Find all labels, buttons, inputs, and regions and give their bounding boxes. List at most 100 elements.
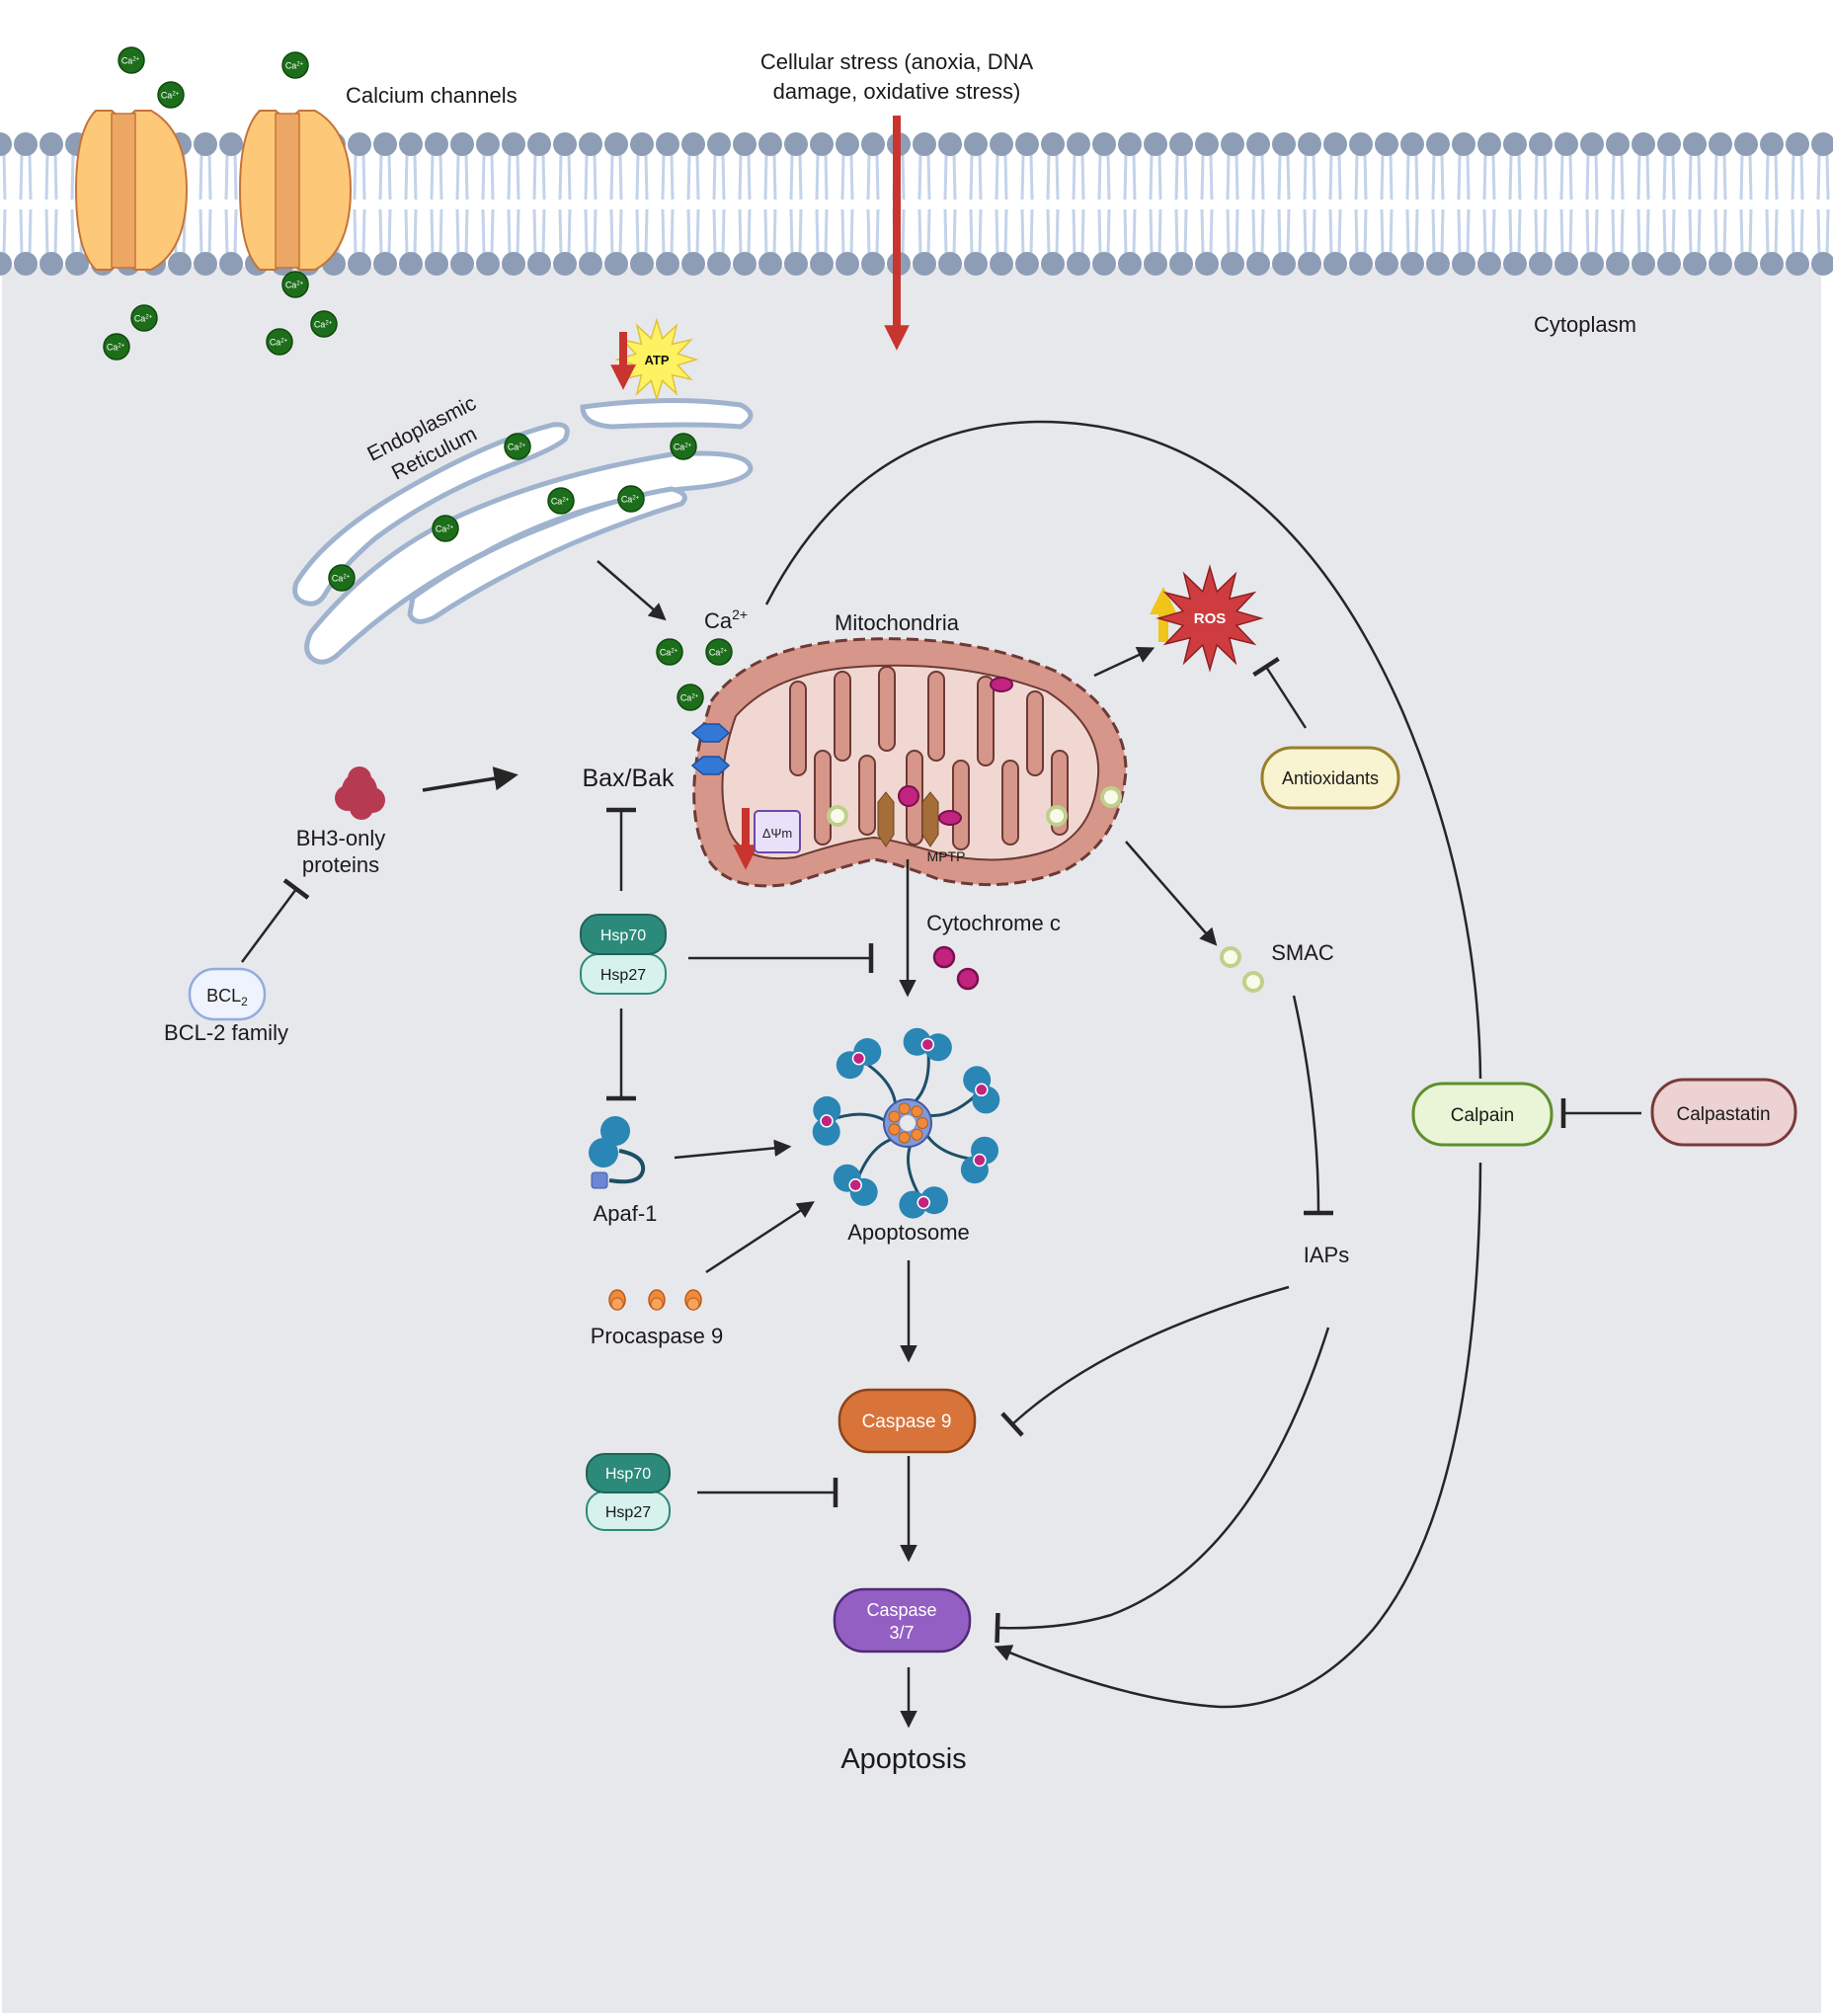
hsp27-label-lower: Hsp27	[605, 1504, 651, 1521]
bh3-only-label-line1: BH3-only	[296, 826, 385, 850]
calcium-ion-label: Ca2+	[121, 56, 140, 66]
lipid	[938, 132, 962, 276]
calcium-ion-label: Ca2+	[436, 524, 454, 534]
lipid	[399, 132, 423, 276]
calcium-channel-2	[238, 110, 353, 271]
caspase37-pill: Caspase 3/7	[833, 1587, 972, 1653]
calcium-ion: Ca2+	[281, 51, 309, 79]
lipid	[1426, 132, 1450, 276]
calpastatin-label: Calpastatin	[1676, 1104, 1770, 1125]
smac-inhibit-iaps	[1292, 995, 1334, 1216]
lipid	[1246, 132, 1270, 276]
lipid	[707, 132, 731, 276]
lipid	[1375, 132, 1398, 276]
lipid	[348, 132, 371, 276]
mptp-pore-1	[877, 791, 895, 847]
bh3-to-baxbak-arrow	[422, 766, 518, 792]
lipid	[604, 132, 628, 276]
antioxidants-pill: Antioxidants	[1260, 746, 1400, 810]
apaf1-arm	[812, 1095, 889, 1146]
cytochrome-c-in-mito-2	[938, 810, 962, 826]
bax-bak-hexagon-2	[690, 756, 731, 775]
lipid	[14, 132, 38, 276]
calcium-ion: Ca2+	[432, 515, 459, 542]
lipid	[1092, 132, 1116, 276]
lipid	[1221, 132, 1244, 276]
calcium-ion: Ca2+	[118, 46, 145, 74]
calcium-ion-label: Ca2+	[709, 648, 728, 658]
atp-label: ATP	[644, 353, 669, 367]
lipid	[194, 132, 217, 276]
calcium-ion: Ca2+	[670, 433, 697, 460]
lipid	[553, 132, 577, 276]
mptp-label: MPTP	[927, 848, 966, 864]
lipid	[1169, 132, 1193, 276]
bcl2-inhibit-bh3	[240, 878, 310, 963]
lipid	[1786, 132, 1809, 276]
lipid	[1195, 132, 1219, 276]
apaf1-arm	[903, 1027, 952, 1105]
calcium-ion-label: Ca2+	[314, 320, 333, 330]
cytochrome-c-label: Cytochrome c	[926, 911, 1061, 935]
apaf1-to-apoptosome-arrow	[674, 1139, 792, 1160]
hsp70-label-upper: Hsp70	[600, 927, 646, 944]
er-to-calcium-arrow	[597, 560, 667, 621]
cytochrome-c-dot-1	[932, 945, 956, 969]
calcium-ion-label: Ca2+	[621, 495, 640, 505]
lipid	[502, 132, 525, 276]
lipid	[1554, 132, 1578, 276]
smac-in-mito-3	[1100, 786, 1122, 808]
delta-psi-label: ΔΨm	[762, 826, 792, 841]
bh3-only-protein-blob	[335, 766, 385, 820]
lipid	[861, 132, 885, 276]
hsp70-pill-lower	[586, 1453, 671, 1493]
lipid	[1811, 132, 1833, 276]
hsp70-hsp27-upper: Hsp70 Hsp27	[580, 914, 667, 995]
lipid	[630, 132, 654, 276]
lipid	[784, 132, 808, 276]
calcium-ion-label: Ca2+	[285, 281, 304, 290]
lipid	[1118, 132, 1142, 276]
procaspase9-label: Procaspase 9	[591, 1324, 724, 1348]
lipid	[476, 132, 500, 276]
lipid	[1632, 132, 1655, 276]
lipid	[1760, 132, 1784, 276]
calcium-ion-label: Ca2+	[107, 343, 125, 353]
mptp-pore-2	[921, 791, 939, 847]
lipid	[1349, 132, 1373, 276]
calcium-ion: Ca2+	[705, 638, 733, 666]
lipid	[1477, 132, 1501, 276]
bax-bak-hexagon-1	[690, 723, 731, 743]
lipid	[579, 132, 602, 276]
lipid	[1529, 132, 1553, 276]
calcium-ion-label: Ca2+	[680, 693, 699, 703]
lipid	[1503, 132, 1527, 276]
apoptosome-hub	[883, 1098, 932, 1148]
calcium-ion: Ca2+	[677, 684, 704, 711]
antioxidants-inhibit-ros	[1252, 656, 1308, 729]
smac-dot-2	[1242, 971, 1264, 993]
apoptosis-label: Apoptosis	[840, 1743, 966, 1775]
ros-label: ROS	[1194, 610, 1227, 627]
iaps-inhibit-caspase37	[995, 1327, 1330, 1644]
cellular-stress-label-line2: damage, oxidative stress)	[773, 79, 1021, 104]
lipid	[836, 132, 859, 276]
calcium-channels-label: Calcium channels	[346, 83, 518, 108]
lipid	[1606, 132, 1630, 276]
calcium-ion: Ca2+	[266, 328, 293, 356]
bcl2-pill-label: BCL2	[206, 986, 248, 1008]
apaf1-arm	[899, 1142, 948, 1219]
smac-label: SMAC	[1271, 940, 1334, 965]
iaps-inhibit-caspase9	[1000, 1285, 1290, 1437]
apoptosome-complex	[812, 1027, 1000, 1219]
hsp70-pill-upper	[580, 914, 667, 955]
mitochondrion	[690, 637, 1128, 888]
lipid	[40, 132, 63, 276]
calcium-ion-label: Ca2+	[285, 61, 304, 71]
lipid	[990, 132, 1013, 276]
antioxidants-label: Antioxidants	[1282, 768, 1379, 788]
lipid	[1580, 132, 1604, 276]
lipid	[681, 132, 705, 276]
lipid	[1323, 132, 1347, 276]
